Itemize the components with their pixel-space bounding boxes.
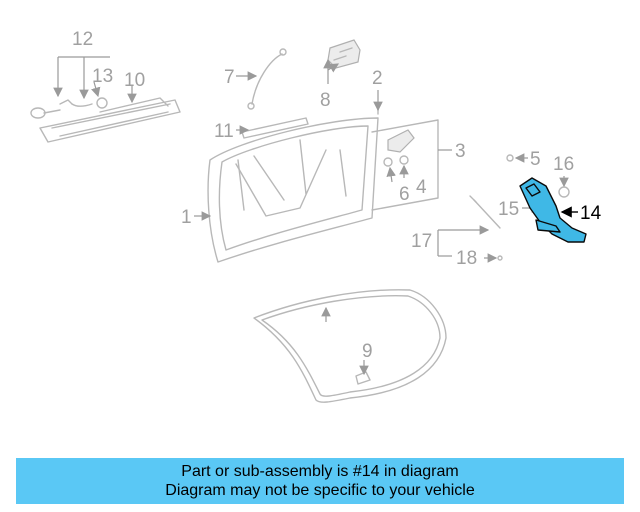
callout-8: 8 (320, 90, 331, 111)
callout-13: 13 (92, 66, 113, 87)
gas-strut-part (469, 195, 501, 229)
callout-12: 12 (72, 29, 93, 50)
callout-18: 18 (456, 248, 477, 269)
handle-assembly-part (30, 97, 181, 143)
nut-part (506, 154, 514, 162)
callout-16: 16 (553, 154, 574, 175)
callout-10: 10 (124, 70, 145, 91)
release-cable-part (247, 48, 287, 110)
grommet-part (558, 186, 570, 198)
callout-4: 4 (416, 177, 427, 198)
callout-7: 7 (224, 67, 235, 88)
trunk-hinge-part-highlighted (519, 177, 587, 243)
callout-9: 9 (362, 341, 373, 362)
moulding-part (241, 117, 309, 139)
latch-part (383, 129, 415, 167)
callout-5: 5 (530, 149, 541, 170)
callout-17: 17 (411, 231, 432, 252)
callout-3: 3 (455, 141, 466, 162)
lock-actuator-part (327, 39, 361, 69)
callout-1: 1 (181, 207, 192, 228)
weatherstrip-part (253, 289, 447, 403)
parts-diagram: 1 2 3 4 5 6 7 8 9 10 11 12 13 14 15 16 1… (30, 29, 602, 403)
info-banner: Part or sub-assembly is #14 in diagram D… (16, 458, 624, 504)
callout-6: 6 (399, 184, 410, 205)
callout-14-highlighted: 14 (580, 203, 602, 224)
callout-15: 15 (498, 199, 519, 220)
banner-line-2: Diagram may not be specific to your vehi… (165, 482, 475, 499)
banner-line-1: Part or sub-assembly is #14 in diagram (181, 463, 459, 480)
latch-bracket-part (371, 119, 439, 211)
callout-11: 11 (214, 121, 234, 142)
callout-2: 2 (372, 68, 383, 89)
